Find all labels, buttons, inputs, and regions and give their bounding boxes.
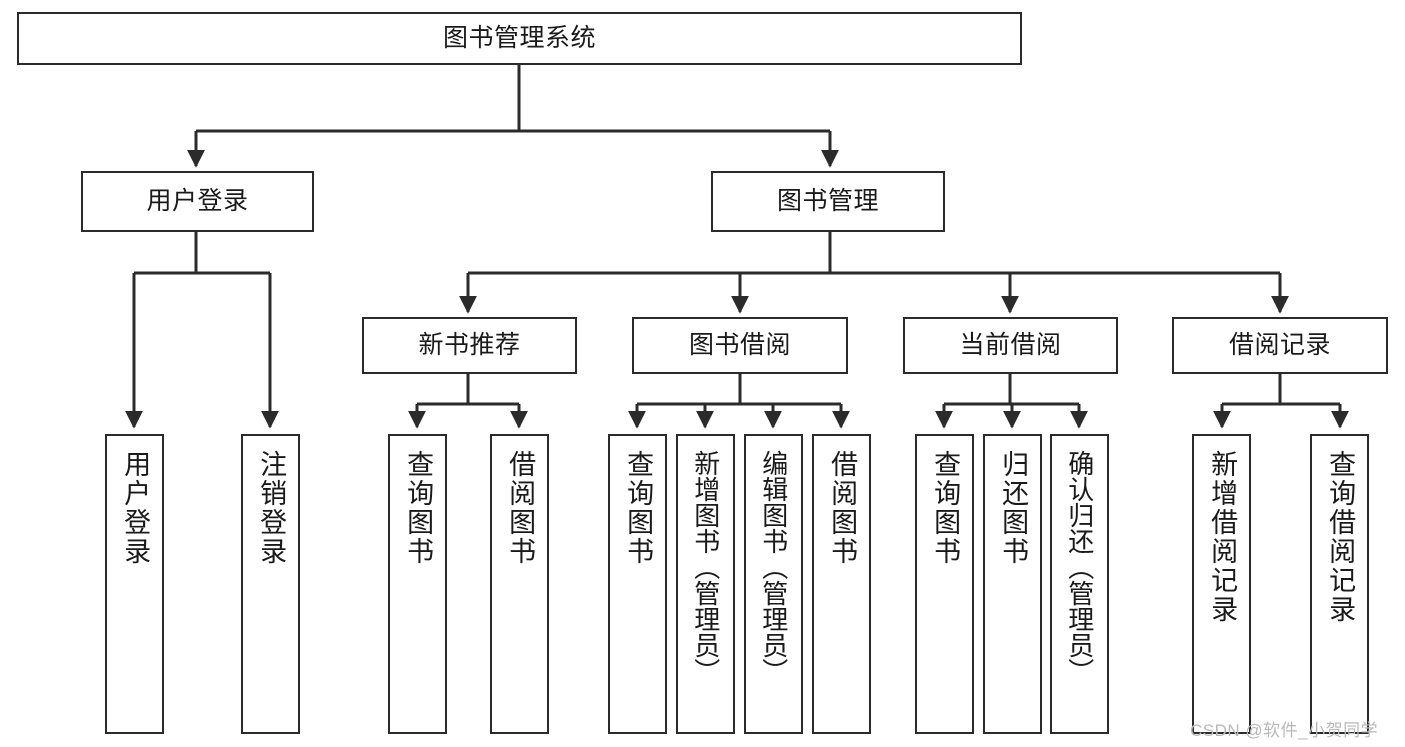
leaf-add-borrow-record[interactable]: 新增借阅记录 — [1192, 434, 1251, 734]
node-label: 注销登录 — [256, 450, 287, 566]
node-label: 查询图书 — [930, 450, 961, 566]
node-label: 确认归还（管理员） — [1064, 450, 1095, 684]
leaf-return-book[interactable]: 归还图书 — [983, 434, 1042, 734]
node-current-borrowing[interactable]: 当前借阅 — [903, 317, 1118, 374]
node-label: 新增借阅记录 — [1207, 450, 1238, 624]
node-label: 编辑图书（管理员） — [758, 450, 789, 684]
node-label: 用户登录 — [120, 450, 151, 566]
leaf-query-borrow-record[interactable]: 查询借阅记录 — [1310, 434, 1369, 734]
node-label: 查询借阅记录 — [1325, 450, 1356, 624]
node-root-book-management-system[interactable]: 图书管理系统 — [17, 12, 1022, 65]
node-user-login[interactable]: 用户登录 — [81, 171, 314, 232]
leaf-logout[interactable]: 注销登录 — [241, 434, 300, 734]
node-new-book-recommendation[interactable]: 新书推荐 — [362, 317, 577, 374]
leaf-edit-book-admin[interactable]: 编辑图书（管理员） — [744, 434, 803, 734]
leaf-add-book-admin[interactable]: 新增图书（管理员） — [676, 434, 735, 734]
leaf-borrow-book-borrowing[interactable]: 借阅图书 — [812, 434, 871, 734]
leaf-query-book-borrowing[interactable]: 查询图书 — [608, 434, 667, 734]
node-label: 借阅图书 — [827, 450, 858, 566]
node-book-management[interactable]: 图书管理 — [711, 171, 945, 232]
node-label: 图书管理 — [776, 187, 879, 215]
node-label: 借阅记录 — [1228, 331, 1331, 359]
leaf-confirm-return-admin[interactable]: 确认归还（管理员） — [1050, 434, 1109, 734]
leaf-user-login[interactable]: 用户登录 — [105, 434, 164, 734]
node-label: 用户登录 — [146, 187, 249, 215]
node-label: 查询图书 — [403, 450, 434, 566]
node-label: 新增图书（管理员） — [690, 450, 721, 684]
node-label: 借阅图书 — [505, 450, 536, 566]
node-label: 归还图书 — [998, 450, 1029, 566]
node-label: 图书管理系统 — [442, 24, 596, 52]
node-borrowing-record[interactable]: 借阅记录 — [1172, 317, 1388, 374]
csdn-watermark: CSDN @软件_小贺同学 — [1190, 721, 1379, 740]
node-book-borrowing[interactable]: 图书借阅 — [632, 317, 848, 374]
node-label: 新书推荐 — [418, 331, 521, 359]
leaf-borrow-book-new-book-rec[interactable]: 借阅图书 — [490, 434, 549, 734]
node-label: 查询图书 — [623, 450, 654, 566]
leaf-query-book-new-book-rec[interactable]: 查询图书 — [388, 434, 447, 734]
leaf-query-book-current-borrow[interactable]: 查询图书 — [915, 434, 974, 734]
node-label: 图书借阅 — [688, 331, 791, 359]
node-label: 当前借阅 — [959, 331, 1062, 359]
